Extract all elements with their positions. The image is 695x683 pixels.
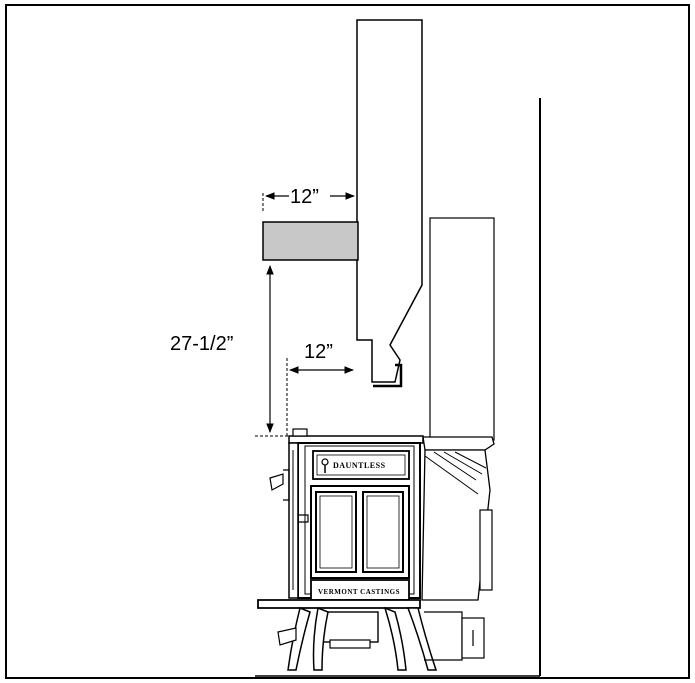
height-dimension-label: 27-1/2”	[170, 333, 233, 355]
side-clearance-label: 12”	[304, 341, 333, 363]
projection-shadow	[373, 363, 403, 388]
wood-stove: DAUNTLESS VERMONT CASTINGS	[257, 428, 495, 671]
stove-name-plate: DAUNTLESS	[333, 461, 386, 470]
mantel-depth-label: 12”	[290, 186, 319, 208]
chimney-column	[429, 217, 495, 441]
projection-panel	[356, 19, 423, 383]
stove-ash-plate: VERMONT CASTINGS	[318, 588, 400, 596]
diagram-frame	[5, 4, 690, 679]
mantel	[262, 221, 359, 261]
